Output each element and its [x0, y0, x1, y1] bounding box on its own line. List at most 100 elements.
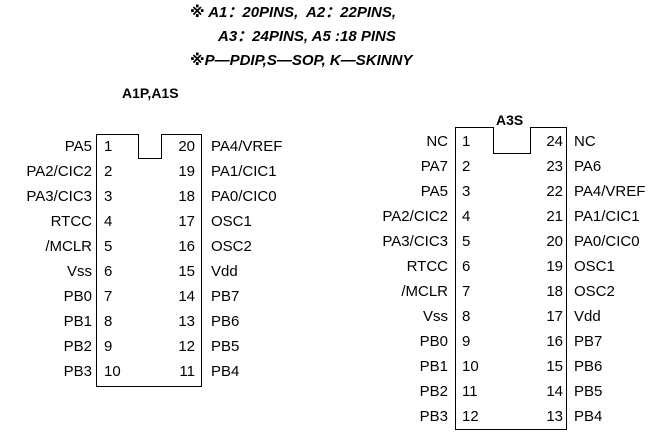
pin-name-right: PA4/VREF [574, 183, 646, 200]
pin-name-right: PB7 [211, 288, 240, 305]
note-line-2: A3：24PINS, A5 :18 PINS [218, 28, 396, 45]
pin-number-right: 18 [546, 283, 563, 300]
pin-number-right: 17 [546, 308, 563, 325]
pin-name-right: Vdd [211, 263, 238, 280]
pin-number-left: 1 [462, 133, 471, 150]
pin-name-left: /MCLR [45, 238, 92, 255]
pin-name-right: OSC1 [211, 213, 252, 230]
pin-number-left: 3 [104, 188, 113, 205]
pin-number-left: 6 [104, 263, 113, 280]
pin-number-right: 20 [178, 138, 195, 155]
pin-row: RTCC 4 17 OSC1 [0, 209, 669, 234]
pin-name-left: PA3/CIC3 [382, 233, 448, 250]
pin-name-left: Vss [66, 263, 92, 280]
note-line-3: ※P—PDIP,S—SOP, K—SKINNY [190, 52, 413, 69]
pin-number-left: 10 [462, 358, 479, 375]
pin-number-left: 4 [104, 213, 113, 230]
pin-number-left: 12 [462, 408, 479, 425]
pin-name-right: PA4/VREF [211, 138, 283, 155]
pin-name-right: Vdd [574, 308, 601, 325]
pin-number-left: 8 [104, 313, 113, 330]
pin-name-left: PB1 [63, 313, 92, 330]
pin-name-right: PB5 [574, 383, 603, 400]
pin-number-left: 7 [104, 288, 113, 305]
pin-number-right: 13 [546, 408, 563, 425]
pin-number-left: 5 [104, 238, 113, 255]
pin-number-right: 16 [546, 333, 563, 350]
pin-number-left: 5 [462, 233, 471, 250]
chip-notch [493, 127, 531, 154]
pin-number-right: 19 [546, 258, 563, 275]
pin-name-left: PB3 [419, 408, 448, 425]
pin-number-right: 16 [178, 238, 195, 255]
pin-number-left: 6 [462, 258, 471, 275]
pin-name-right: PB4 [211, 363, 240, 380]
pin-row: NC 1 24 NC [0, 129, 669, 154]
pin-name-right: PA1/CIC1 [574, 208, 640, 225]
pin-number-right: 15 [546, 358, 563, 375]
pin-name-left: PB0 [63, 288, 92, 305]
pin-number-left: 4 [462, 208, 471, 225]
pin-number-right: 13 [178, 313, 195, 330]
pin-number-left: 8 [462, 308, 471, 325]
pin-row: PB0 7 14 PB7 [0, 284, 669, 309]
pin-number-left: 1 [104, 138, 113, 155]
pin-row: PB1 8 13 PB6 [0, 309, 669, 334]
pin-number-left: 9 [462, 333, 471, 350]
note-line-1: ※ A1：20PINS, A2：22PINS, [190, 4, 397, 21]
pin-name-left: PB2 [63, 338, 92, 355]
pin-name-left: PA5 [64, 138, 92, 155]
pin-number-right: 22 [546, 183, 563, 200]
pin-number-right: 18 [178, 188, 195, 205]
pin-name-right: PA0/CIC0 [211, 188, 277, 205]
pin-name-left: PA2/CIC2 [382, 208, 448, 225]
pin-number-left: 11 [462, 383, 478, 400]
pin-number-right: 17 [178, 213, 195, 230]
pin-number-right: 14 [178, 288, 195, 305]
pin-name-right: PB7 [574, 333, 603, 350]
pin-name-left: PB0 [419, 333, 448, 350]
pin-row: PA2/CIC2 4 21 PA1/CIC1 [0, 204, 669, 229]
pin-name-left: PA2/CIC2 [26, 163, 92, 180]
pin-number-left: 2 [104, 163, 113, 180]
pin-number-right: 23 [546, 158, 563, 175]
pin-row: RTCC 6 19 OSC1 [0, 254, 669, 279]
pin-row: PB0 9 16 PB7 [0, 329, 669, 354]
pin-row: PA3/CIC3 5 20 PA0/CIC0 [0, 229, 669, 254]
pin-number-right: 12 [178, 338, 195, 355]
pin-row: PB2 9 12 PB5 [0, 334, 669, 359]
pin-name-left: PB2 [419, 383, 448, 400]
chip-title: A3S [496, 112, 524, 128]
pin-name-left: Vss [422, 308, 448, 325]
pin-number-left: 7 [462, 283, 471, 300]
pin-name-right: PB6 [211, 313, 240, 330]
pin-number-right: 14 [546, 383, 563, 400]
pin-name-left: PA3/CIC3 [26, 188, 92, 205]
pin-name-right: PA0/CIC0 [574, 233, 640, 250]
pin-number-left: 10 [104, 363, 121, 380]
pin-name-right: OSC1 [574, 258, 615, 275]
pin-number-right: 21 [546, 208, 563, 225]
pin-name-right: PA6 [574, 158, 602, 175]
chip-title: A1P,A1S [122, 85, 179, 101]
pin-number-right: 24 [546, 133, 563, 150]
pin-name-right: PB5 [211, 338, 240, 355]
pin-name-left: NC [426, 133, 448, 150]
pin-row: Vss 8 17 Vdd [0, 304, 669, 329]
pin-row: PA5 1 20 PA4/VREF [0, 134, 669, 159]
pin-number-left: 3 [462, 183, 471, 200]
chip-notch [138, 134, 162, 159]
pin-number-left: 2 [462, 158, 471, 175]
pin-name-right: NC [574, 133, 596, 150]
pin-name-left: RTCC [406, 258, 448, 275]
pin-name-left: PA7 [420, 158, 448, 175]
pin-name-left: RTCC [50, 213, 92, 230]
pin-number-right: 20 [546, 233, 563, 250]
pin-name-right: PB6 [574, 358, 603, 375]
